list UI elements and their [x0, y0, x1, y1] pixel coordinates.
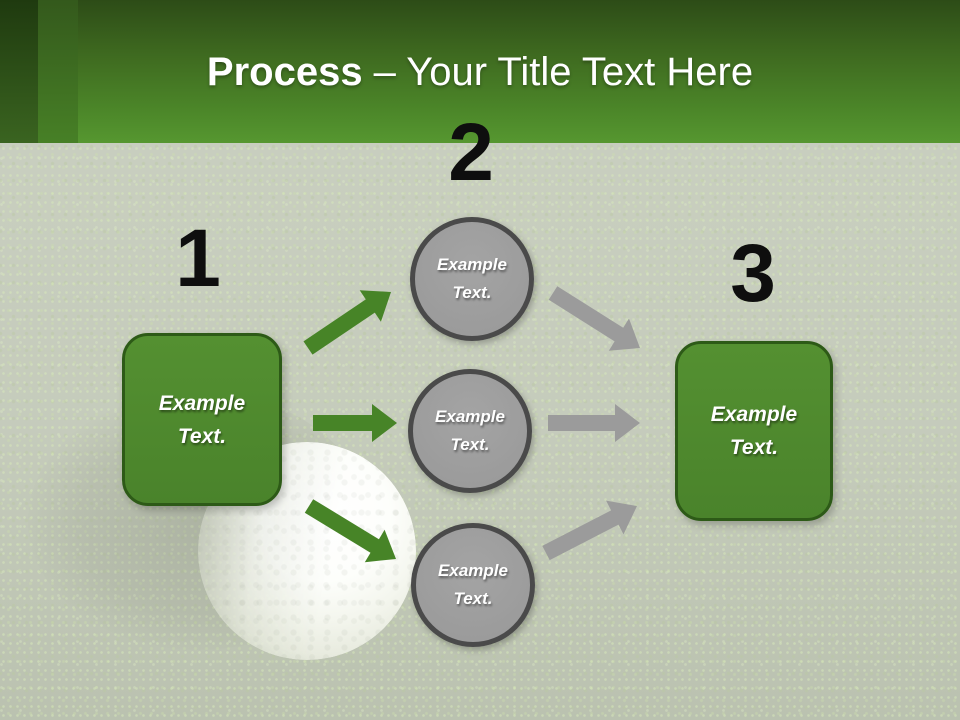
step-number-3[interactable]: 3 — [730, 228, 776, 319]
step-1-box-label: Example Text. — [158, 391, 246, 448]
title-banner: Process– Your Title Text Here — [0, 0, 960, 143]
title-subtitle: – Your Title Text Here — [373, 50, 754, 94]
step-number-1[interactable]: 1 — [175, 213, 221, 304]
step-3-box[interactable]: Example Text. — [675, 341, 833, 521]
gray-arrow-right-icon[interactable] — [548, 404, 640, 442]
slide-title[interactable]: Process– Your Title Text Here — [0, 50, 960, 94]
green-arrow-up-icon[interactable] — [303, 290, 392, 355]
gray-arrow-up-icon[interactable] — [542, 500, 637, 561]
title-keyword: Process — [206, 50, 363, 94]
step-2-circle-top-label: Example Text. — [437, 255, 507, 302]
step-1-box[interactable]: Example Text. — [122, 333, 282, 506]
green-arrow-right-icon[interactable] — [313, 404, 397, 442]
step-2-circle-top[interactable]: Example Text. — [410, 217, 534, 341]
step-3-box-label: Example Text. — [710, 403, 798, 459]
header-accent-band-dark — [0, 0, 38, 143]
step-2-circle-middle-label: Example Text. — [435, 407, 505, 454]
green-arrow-down-icon[interactable] — [304, 499, 396, 563]
step-2-circle-bottom[interactable]: Example Text. — [411, 523, 535, 647]
header-accent-band-medium — [38, 0, 78, 143]
gray-arrow-down-icon[interactable] — [548, 286, 640, 351]
step-2-circle-bottom-label: Example Text. — [438, 561, 508, 608]
step-2-circle-middle[interactable]: Example Text. — [408, 369, 532, 493]
step-number-2[interactable]: 2 — [448, 107, 494, 198]
